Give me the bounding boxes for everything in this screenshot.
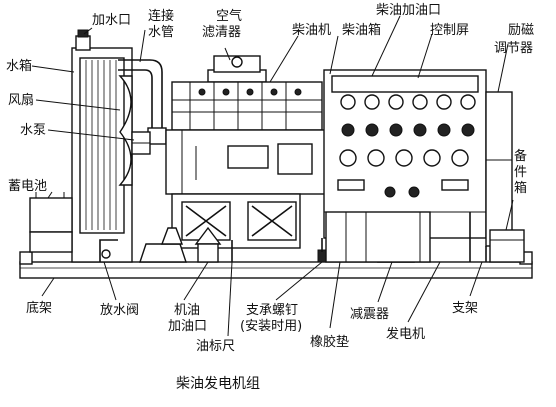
fan-shape: [118, 75, 133, 186]
label-oil-inlet-2: 加油口: [168, 319, 207, 334]
bracket-shape: [469, 212, 487, 262]
label-air-filter-2: 滤清器: [202, 25, 241, 40]
drain-valve-shape: [99, 239, 118, 262]
label-connect-pipe-1: 连接: [148, 8, 174, 24]
label-battery: 蓄电池: [8, 179, 47, 194]
radiator-shape: [71, 29, 133, 263]
label-fan: 风扇: [8, 92, 34, 108]
label-generator: 发电机: [386, 326, 425, 342]
spare-box-shape: [489, 229, 525, 263]
label-exciter-2: 调节器: [494, 41, 533, 56]
label-air-filter-1: 空气: [216, 8, 242, 24]
exciter-regulator-shape: [485, 91, 513, 247]
label-base-frame: 底架: [26, 300, 52, 316]
label-dipstick: 油标尺: [196, 339, 235, 354]
label-water-pump: 水泵: [20, 123, 46, 138]
engine-shape: [165, 55, 327, 263]
label-spare-box-2: 件: [514, 165, 527, 180]
label-spare-box-1: 备: [514, 148, 527, 164]
label-fuel-inlet: 柴油加油口: [376, 3, 441, 18]
label-support-bolt-2: (安装时用): [240, 319, 302, 334]
label-bracket: 支架: [452, 301, 478, 316]
label-control-panel: 控制屏: [430, 23, 469, 38]
base-frame-shape: [19, 251, 533, 279]
label-water-inlet: 加水口: [92, 13, 131, 28]
label-rubber-pad: 橡胶垫: [310, 334, 349, 350]
label-water-tank: 水箱: [6, 58, 32, 74]
label-spare-box-3: 箱: [514, 180, 527, 196]
leader-lines: [31, 15, 514, 337]
label-diesel-engine: 柴油机: [292, 23, 331, 38]
label-drain-valve: 放水阀: [100, 303, 139, 318]
generator-shape: [325, 211, 431, 263]
figure-caption: 柴油发电机组: [176, 376, 260, 392]
label-fuel-tank: 柴油箱: [342, 22, 381, 38]
label-oil-inlet-1: 机油: [174, 303, 200, 318]
label-support-bolt-1: 支承螺钉: [246, 303, 298, 318]
battery-shape: [29, 192, 73, 253]
label-exciter-1: 励磁: [508, 23, 534, 38]
control-cabinet-shape: [323, 69, 487, 239]
water-pump-shape: [131, 131, 151, 155]
label-damper: 减震器: [350, 307, 389, 322]
connecting-pipe-shape: [118, 59, 167, 145]
label-connect-pipe-2: 水管: [148, 25, 174, 40]
